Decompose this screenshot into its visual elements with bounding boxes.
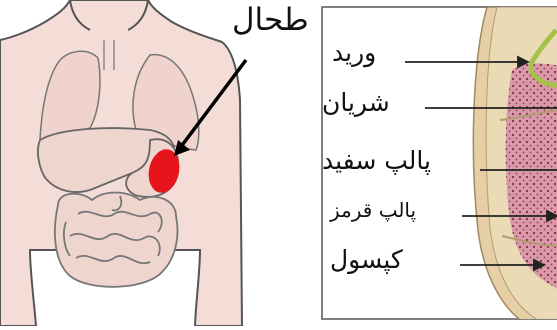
torso-illustration bbox=[0, 0, 246, 326]
label-red-pulp: پالپ قرمز bbox=[330, 198, 416, 222]
label-artery: شریان bbox=[322, 88, 390, 117]
spleen-label: طحال bbox=[232, 2, 309, 38]
label-white-pulp: پالپ سفید bbox=[322, 146, 431, 175]
label-vein: ورید bbox=[332, 38, 376, 67]
intestines bbox=[55, 193, 178, 287]
label-capsule: کپسول bbox=[330, 245, 403, 274]
